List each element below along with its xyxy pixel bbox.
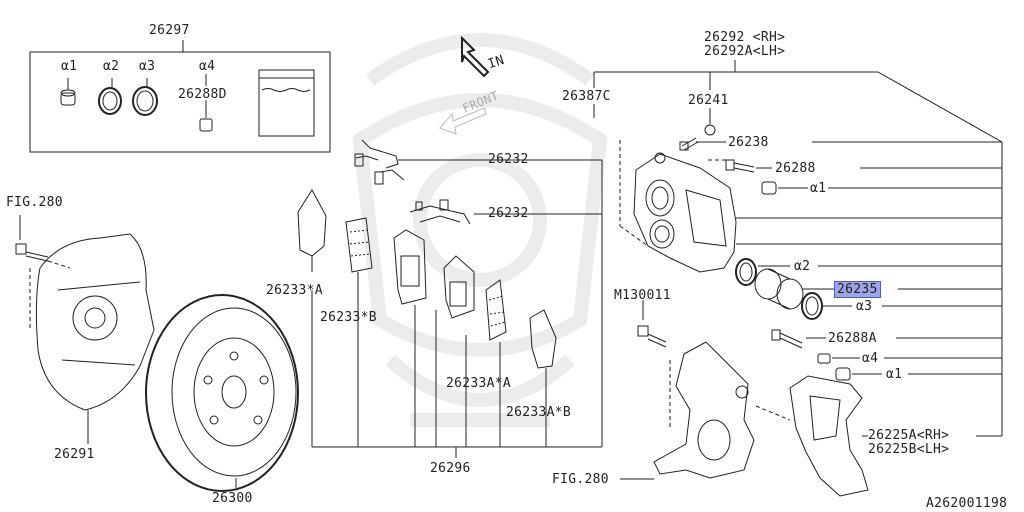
pad-inner-2 xyxy=(443,255,475,319)
caliper-bracket xyxy=(789,375,869,497)
fig-ref-bottom: FIG.280 xyxy=(552,472,609,487)
grease-packet xyxy=(258,69,315,137)
dust-boot-a3 xyxy=(801,292,823,320)
guide-pin-26288 xyxy=(725,159,755,173)
kit-item-a1: α1 xyxy=(61,59,78,74)
kit-a4-pin xyxy=(199,74,213,132)
boot-a1-top xyxy=(761,181,777,195)
label-26233A: 26233*A xyxy=(266,283,323,298)
kit-a1-part xyxy=(60,78,76,106)
label-26300: 26300 xyxy=(212,491,253,506)
label-26296: 26296 xyxy=(430,461,471,476)
label-26288A: 26288A xyxy=(828,331,877,346)
hub-bolt xyxy=(15,215,71,269)
guide-pin-26288A xyxy=(771,329,803,349)
bracket-dashed-guide xyxy=(755,405,791,421)
label-26225A-rh: 26225A<RH> xyxy=(868,428,950,443)
label-a3: α3 xyxy=(856,299,873,314)
kit-item-a4: α4 xyxy=(199,59,216,74)
pad-26233B xyxy=(345,217,373,290)
pad-clip-lower xyxy=(409,199,602,225)
label-26292A-lh: 26292A<LH> xyxy=(704,44,786,59)
label-26232-top: 26232 xyxy=(488,152,529,167)
watermark-emblem xyxy=(352,33,608,427)
label-a1-bottom: α1 xyxy=(886,367,903,382)
bolt-M130011 xyxy=(637,300,667,348)
label-26387C: 26387C xyxy=(562,89,611,104)
piston-26235 xyxy=(754,268,804,310)
kit-item-a3: α3 xyxy=(139,59,156,74)
kit-item-a2: α2 xyxy=(103,59,120,74)
caliper-body xyxy=(633,152,737,273)
label-26238: 26238 xyxy=(728,135,769,150)
fig-ref-left: FIG.280 xyxy=(6,195,63,210)
boot-a1-bottom xyxy=(835,367,851,381)
diagram-code: A262001198 xyxy=(926,496,1008,511)
label-26288: 26288 xyxy=(775,161,816,176)
label-26235-highlighted[interactable]: 26235 xyxy=(834,281,881,298)
label-26232-mid: 26232 xyxy=(488,206,529,221)
steering-knuckle xyxy=(620,341,755,480)
bleeder-screw xyxy=(679,137,699,151)
pad-26233AB xyxy=(529,309,557,369)
kit-box xyxy=(29,51,331,153)
caliper-dashed-guides xyxy=(619,140,730,247)
label-26233AB: 26233A*B xyxy=(506,405,572,420)
kit-a3-ring xyxy=(132,78,158,116)
label-26291: 26291 xyxy=(54,447,95,462)
backing-plate xyxy=(29,233,155,411)
label-a1-top: α1 xyxy=(810,181,827,196)
pad-bracket-lines xyxy=(311,160,603,458)
pad-inner-1 xyxy=(393,229,427,305)
in-arrow xyxy=(461,35,490,78)
washer-26241 xyxy=(704,108,716,136)
label-26241: 26241 xyxy=(688,93,729,108)
label-M130011: M130011 xyxy=(614,288,671,303)
pad-clip-upper xyxy=(354,139,602,185)
pad-26233AA xyxy=(485,279,507,341)
seal-a2 xyxy=(735,258,757,286)
kit-number: 26297 xyxy=(149,23,190,38)
label-26233B: 26233*B xyxy=(320,310,377,325)
label-26233AA: 26233A*A xyxy=(446,376,512,391)
label-a2: α2 xyxy=(794,259,811,274)
label-a4: α4 xyxy=(862,351,879,366)
kit-part-26288D: 26288D xyxy=(178,87,227,102)
pad-26233A xyxy=(297,189,327,272)
callout-tree xyxy=(593,60,1003,437)
brake-rotor xyxy=(145,294,299,492)
pin-a4 xyxy=(817,353,831,364)
kit-a2-ring xyxy=(98,78,122,115)
front-arrow xyxy=(439,107,487,135)
label-26292-rh: 26292 <RH> xyxy=(704,30,786,45)
label-26225B-lh: 26225B<LH> xyxy=(868,442,950,457)
